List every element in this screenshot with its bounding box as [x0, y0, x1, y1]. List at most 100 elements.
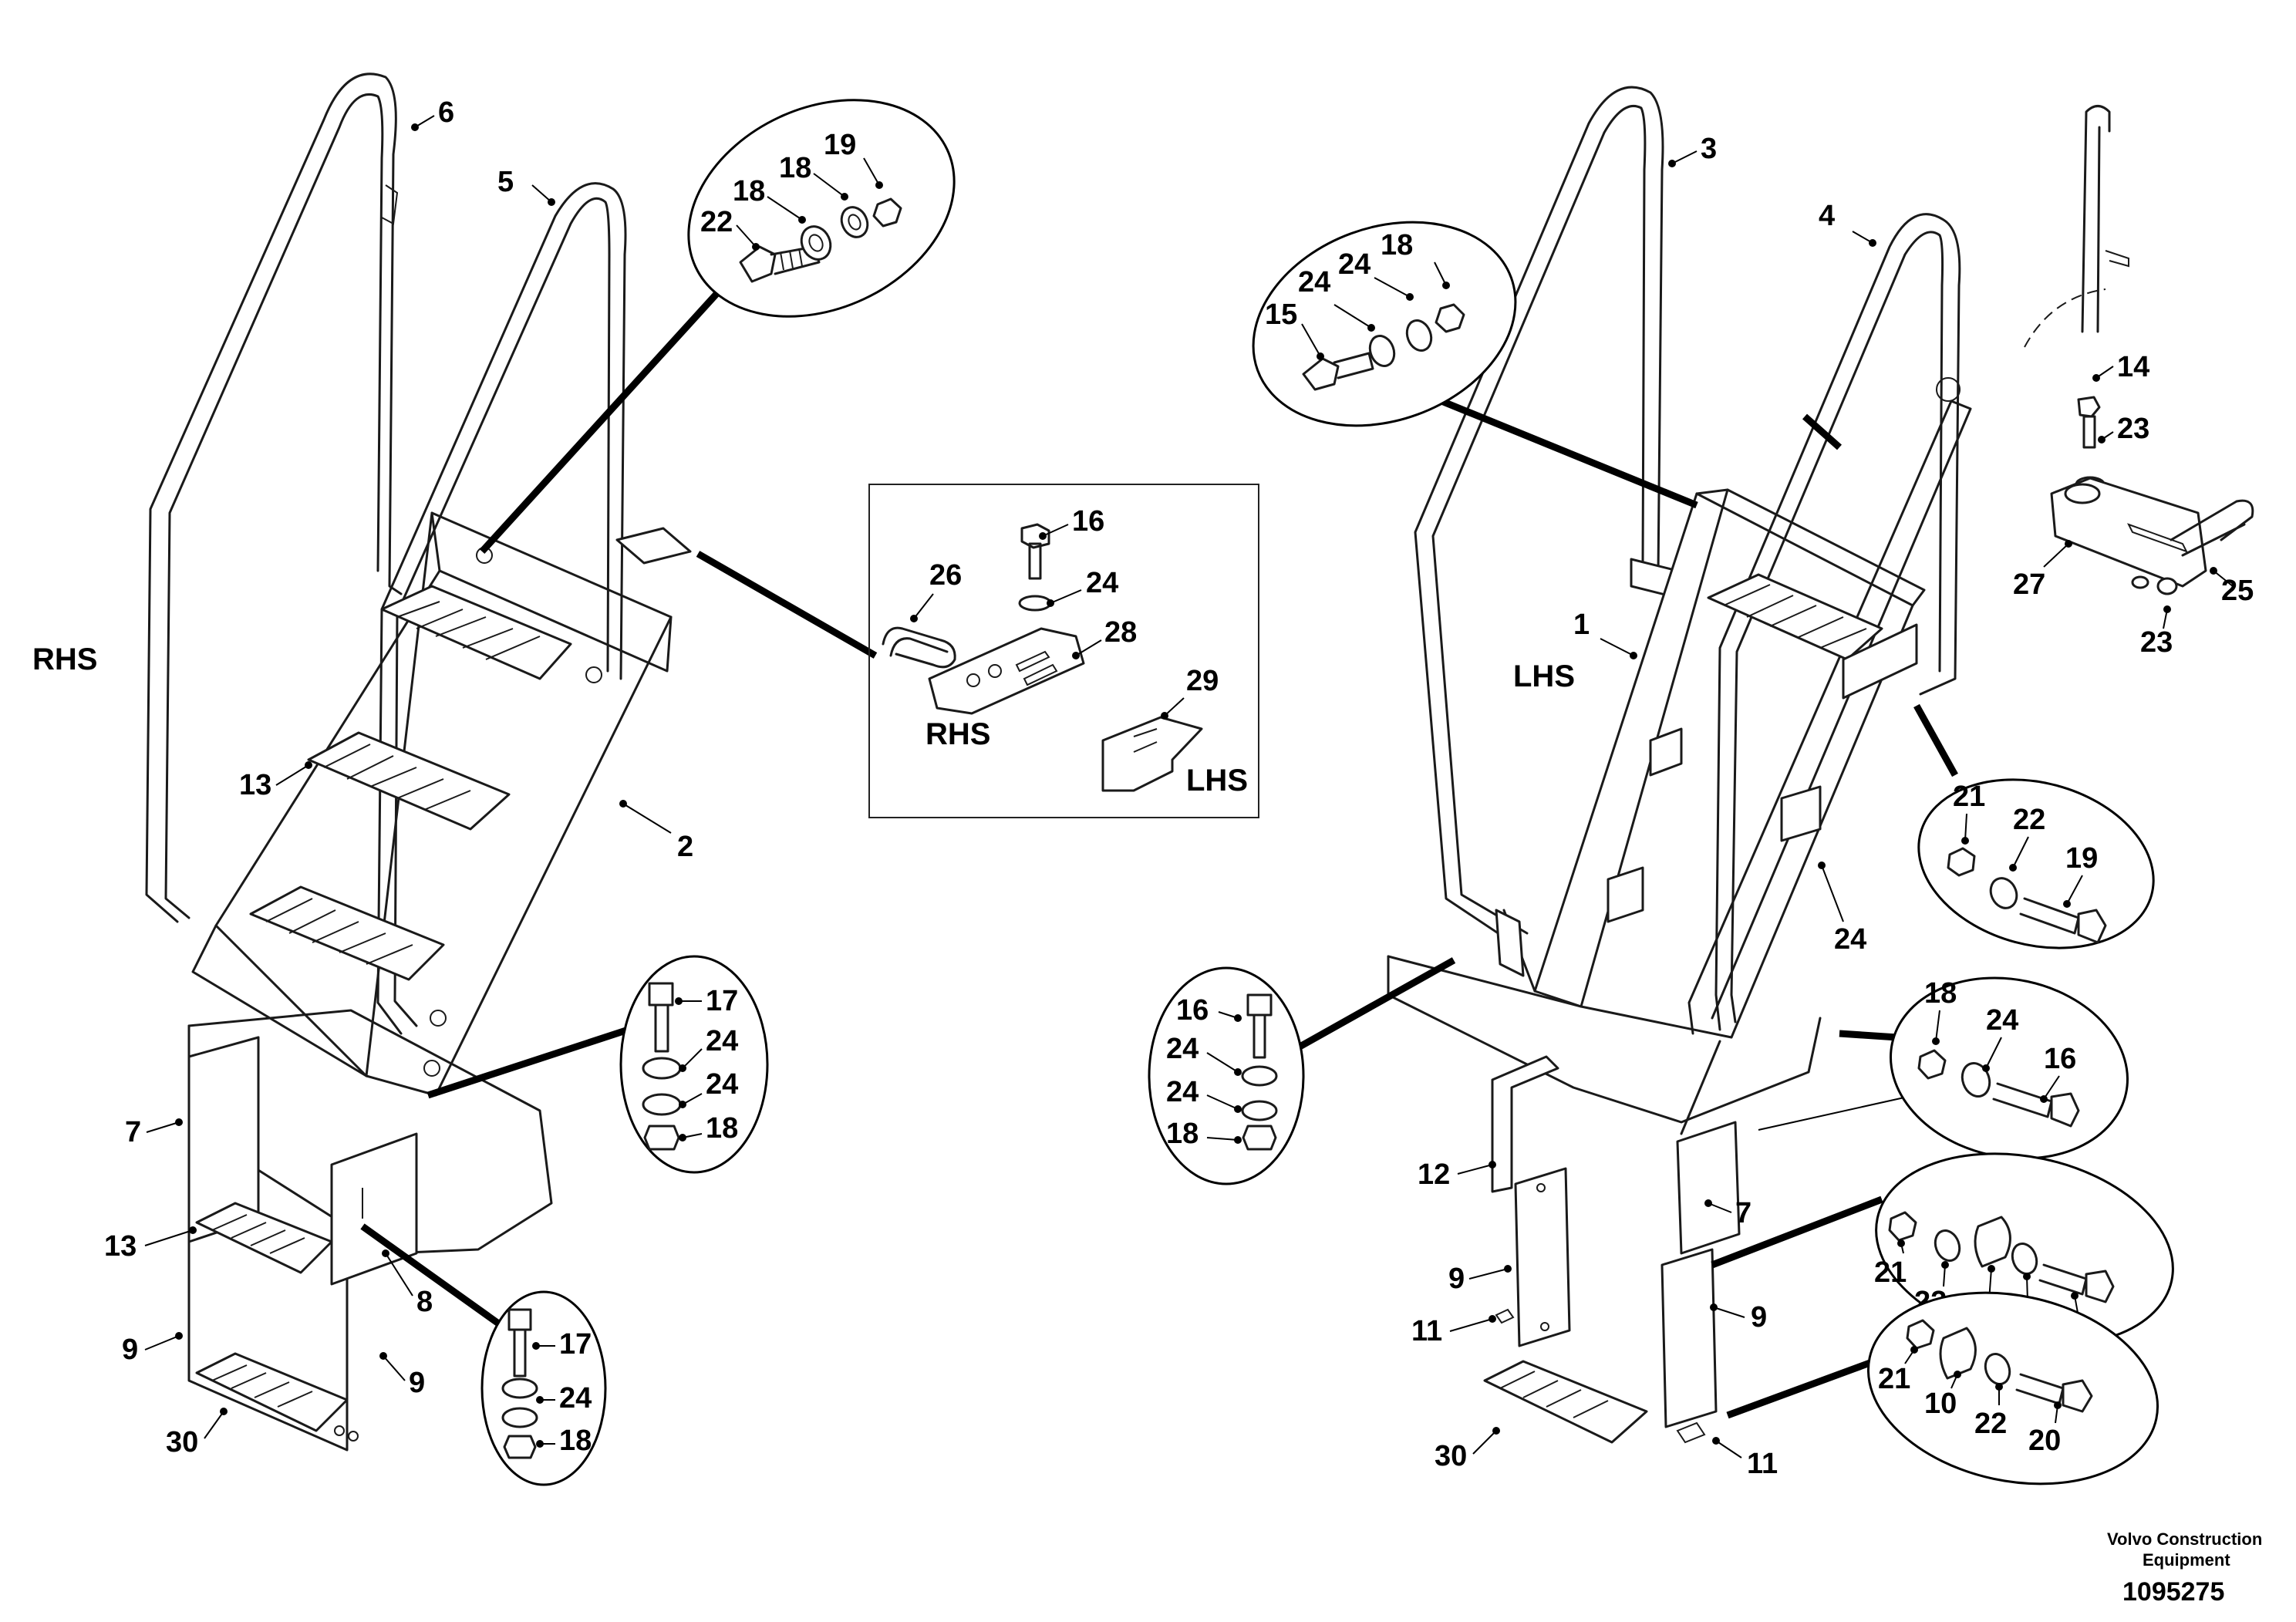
plate-9-left [1514, 1167, 1571, 1347]
rhs-label: RHS [32, 642, 97, 676]
step-13-lower [195, 1202, 333, 1274]
latch-labels: 14 23 27 25 23 [2013, 351, 2254, 659]
label-18: 18 [779, 152, 811, 184]
bubble-6-labels: 16 24 24 18 [1166, 994, 1242, 1150]
label-24: 24 [559, 1382, 592, 1415]
label-5: 5 [497, 166, 514, 198]
footer: Volvo Construction Equipment 1095275 [2107, 1529, 2262, 1607]
label-28: 28 [1104, 616, 1137, 649]
inset-lhs-label: LHS [1186, 764, 1248, 798]
bubble-5-labels: 21 22 19 [1953, 781, 2098, 908]
label-24: 24 [706, 1068, 738, 1101]
handrail-3 [1414, 86, 1664, 946]
inset-labels: 16 26 24 28 29 RHS LHS [910, 505, 1248, 798]
label-19: 19 [824, 129, 856, 161]
handrail-6 [145, 73, 403, 923]
label-9: 9 [1448, 1263, 1465, 1295]
label-24: 24 [1298, 266, 1330, 298]
step-30-lhs [1483, 1360, 1648, 1444]
label-7: 7 [1735, 1197, 1752, 1229]
label-19: 19 [2065, 842, 2098, 875]
bubble-1-labels: 22 18 18 19 [700, 129, 883, 251]
label-27: 27 [2013, 568, 2045, 601]
label-23: 23 [2117, 413, 2149, 445]
bubble-7-labels: 18 24 16 [1924, 977, 2076, 1103]
latch-detail [2024, 105, 2254, 595]
label-23: 23 [2140, 626, 2173, 659]
label-24: 24 [1338, 248, 1371, 281]
label-1: 1 [1573, 609, 1590, 641]
lhs-part-labels: LHS 3 4 1 24 12 9 11 7 9 11 30 [1411, 133, 1876, 1480]
hardware-bubble-7 [1890, 976, 2129, 1160]
label-8: 8 [416, 1286, 433, 1318]
label-18: 18 [1924, 977, 1957, 1010]
handrail-5 [376, 182, 627, 1035]
step-lhs-top [1707, 573, 1883, 661]
label-11: 11 [1411, 1315, 1442, 1347]
label-16: 16 [1072, 505, 1104, 538]
step-upper [380, 585, 572, 680]
company-name-line2: Equipment [2143, 1550, 2230, 1570]
label-18: 18 [1381, 229, 1413, 261]
label-10: 10 [1924, 1388, 1957, 1420]
step-middle [307, 731, 511, 831]
hardware-bubble-6 [1148, 966, 1305, 1185]
drawing-number: 1095275 [2122, 1577, 2224, 1607]
label-3: 3 [1701, 133, 1717, 165]
label-24: 24 [1986, 1004, 2018, 1037]
label-9: 9 [122, 1334, 138, 1366]
lhs-deck-block [1387, 955, 1822, 1124]
bubble-9-labels: 21 10 22 20 [1878, 1346, 2062, 1457]
label-22: 22 [1974, 1408, 2007, 1440]
label-25: 25 [2221, 575, 2254, 607]
label-18: 18 [559, 1425, 592, 1457]
label-15: 15 [1265, 298, 1297, 331]
bracket-8 [330, 1132, 418, 1286]
hardware-bubble-4 [1252, 221, 1517, 427]
hardware-bubble-3 [480, 1290, 607, 1486]
label-9: 9 [409, 1367, 425, 1399]
label-12: 12 [1418, 1158, 1450, 1191]
lhs-label: LHS [1513, 659, 1575, 693]
handrail-4 [1714, 213, 1961, 1031]
label-20: 20 [2028, 1425, 2061, 1457]
label-9: 9 [1751, 1301, 1767, 1334]
hardware-bubble-9 [1866, 1291, 2159, 1485]
plate-9-right [1660, 1248, 1718, 1428]
label-16: 16 [2044, 1043, 2076, 1075]
label-2: 2 [677, 831, 693, 863]
label-18: 18 [1166, 1118, 1199, 1150]
label-7: 7 [125, 1116, 141, 1148]
label-24: 24 [706, 1025, 738, 1057]
label-24: 24 [1834, 923, 1866, 956]
rhs-part-labels: RHS 6 5 2 13 7 13 8 9 9 30 [32, 96, 693, 1458]
company-name-line1: Volvo Construction [2107, 1529, 2262, 1549]
label-17: 17 [706, 985, 738, 1017]
latch-bracket-27 [2050, 477, 2207, 588]
label-6: 6 [438, 96, 454, 129]
step-lower [249, 885, 445, 981]
label-21: 21 [1878, 1363, 1910, 1395]
label-24: 24 [1166, 1033, 1199, 1065]
lhs-ladder-assembly [1387, 86, 1972, 1444]
label-18: 18 [733, 175, 765, 207]
label-30: 30 [1435, 1440, 1467, 1472]
rhs-ladder-assembly [145, 73, 692, 1452]
label-21: 21 [1953, 781, 1985, 813]
hardware-bubble-5 [1917, 778, 2155, 949]
label-13: 13 [239, 769, 271, 801]
label-30: 30 [166, 1426, 198, 1458]
hardware-bubble-2 [619, 955, 769, 1174]
hardware-bubble-1 [687, 99, 956, 318]
label-22: 22 [700, 206, 733, 238]
label-4: 4 [1819, 200, 1835, 232]
inset-rhs-label: RHS [925, 717, 990, 751]
label-18: 18 [706, 1112, 738, 1145]
label-22: 22 [2013, 804, 2045, 836]
label-11: 11 [1747, 1448, 1778, 1480]
bracket-7-lhs [1676, 1121, 1741, 1255]
bubble-2-labels: 17 24 24 18 [675, 985, 738, 1145]
label-16: 16 [1176, 994, 1209, 1027]
label-24: 24 [1166, 1076, 1199, 1108]
